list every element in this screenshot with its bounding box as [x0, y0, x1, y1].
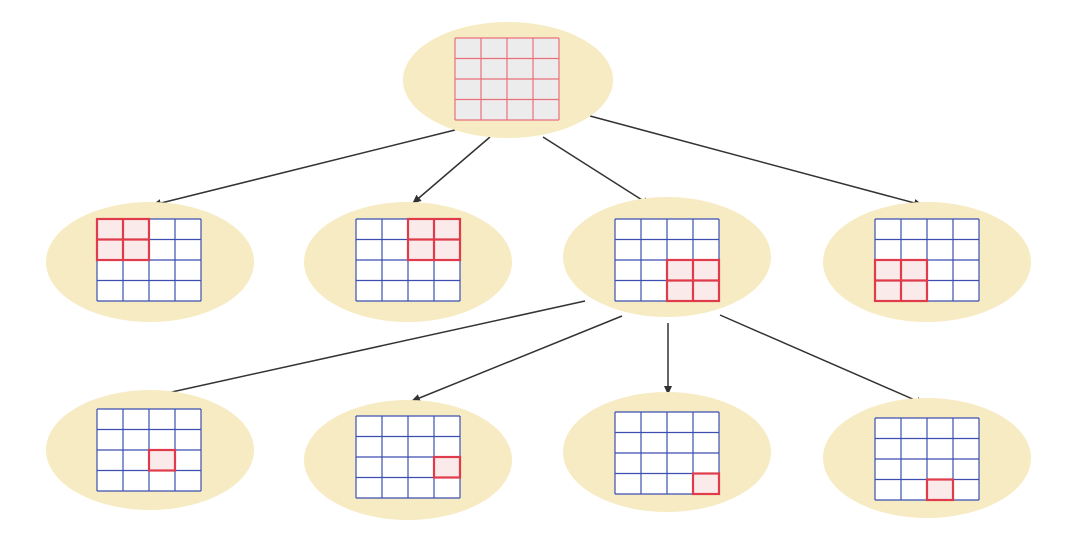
grid: [454, 37, 560, 121]
grid: [95, 217, 202, 302]
grid-cell: [455, 79, 481, 100]
highlight-region: [432, 455, 462, 479]
grid: [614, 411, 721, 496]
edge-root-l1-a: [152, 129, 456, 207]
grid-cell: [533, 58, 559, 79]
highlight-region: [691, 472, 721, 496]
edge-root-l1-c: [542, 136, 651, 206]
tree-node-l2-c: [563, 392, 771, 512]
highlight-fill: [693, 473, 719, 494]
grid-cell: [507, 99, 533, 120]
grid: [873, 218, 980, 303]
grid-cell: [533, 79, 559, 100]
tree-node-l1-b: [304, 202, 512, 322]
grid-cell: [481, 79, 507, 100]
grid: [96, 408, 202, 492]
tree-node-l1-a: [46, 202, 254, 322]
highlight-fill: [149, 450, 175, 471]
grid-cell: [481, 99, 507, 120]
grid: [614, 218, 721, 303]
grid-cell: [533, 99, 559, 120]
grid-cell: [455, 38, 481, 59]
highlight-region: [925, 478, 955, 502]
edge-l1c-l2-a: [148, 300, 586, 400]
edge-root-l1-b: [412, 136, 491, 204]
edge-l1c-l2-b: [411, 315, 623, 402]
grid: [355, 217, 462, 302]
edges: [148, 115, 925, 405]
edge-l1c-l2-d: [719, 314, 925, 405]
edge-root-l1-d: [589, 115, 923, 207]
tree-node-l2-a: [46, 390, 254, 510]
grid-cell: [455, 99, 481, 120]
grid-cell: [507, 79, 533, 100]
grid: [874, 417, 980, 502]
grid-cell: [481, 58, 507, 79]
highlight-fill: [927, 479, 953, 500]
grid-cell: [481, 38, 507, 59]
tree-node-l1-d: [823, 202, 1031, 322]
tree-node-l1-c: [563, 197, 771, 317]
tree-node-l2-d: [823, 398, 1031, 518]
tree-node-root: [403, 22, 613, 138]
grid: [355, 415, 462, 499]
highlight-region: [147, 448, 177, 472]
grid-cell: [455, 58, 481, 79]
grid-cell: [507, 58, 533, 79]
nodes: [46, 22, 1031, 520]
grid-cell: [507, 38, 533, 59]
tree-node-l2-b: [304, 400, 512, 520]
highlight-fill: [434, 457, 460, 478]
grid-cell: [533, 38, 559, 59]
